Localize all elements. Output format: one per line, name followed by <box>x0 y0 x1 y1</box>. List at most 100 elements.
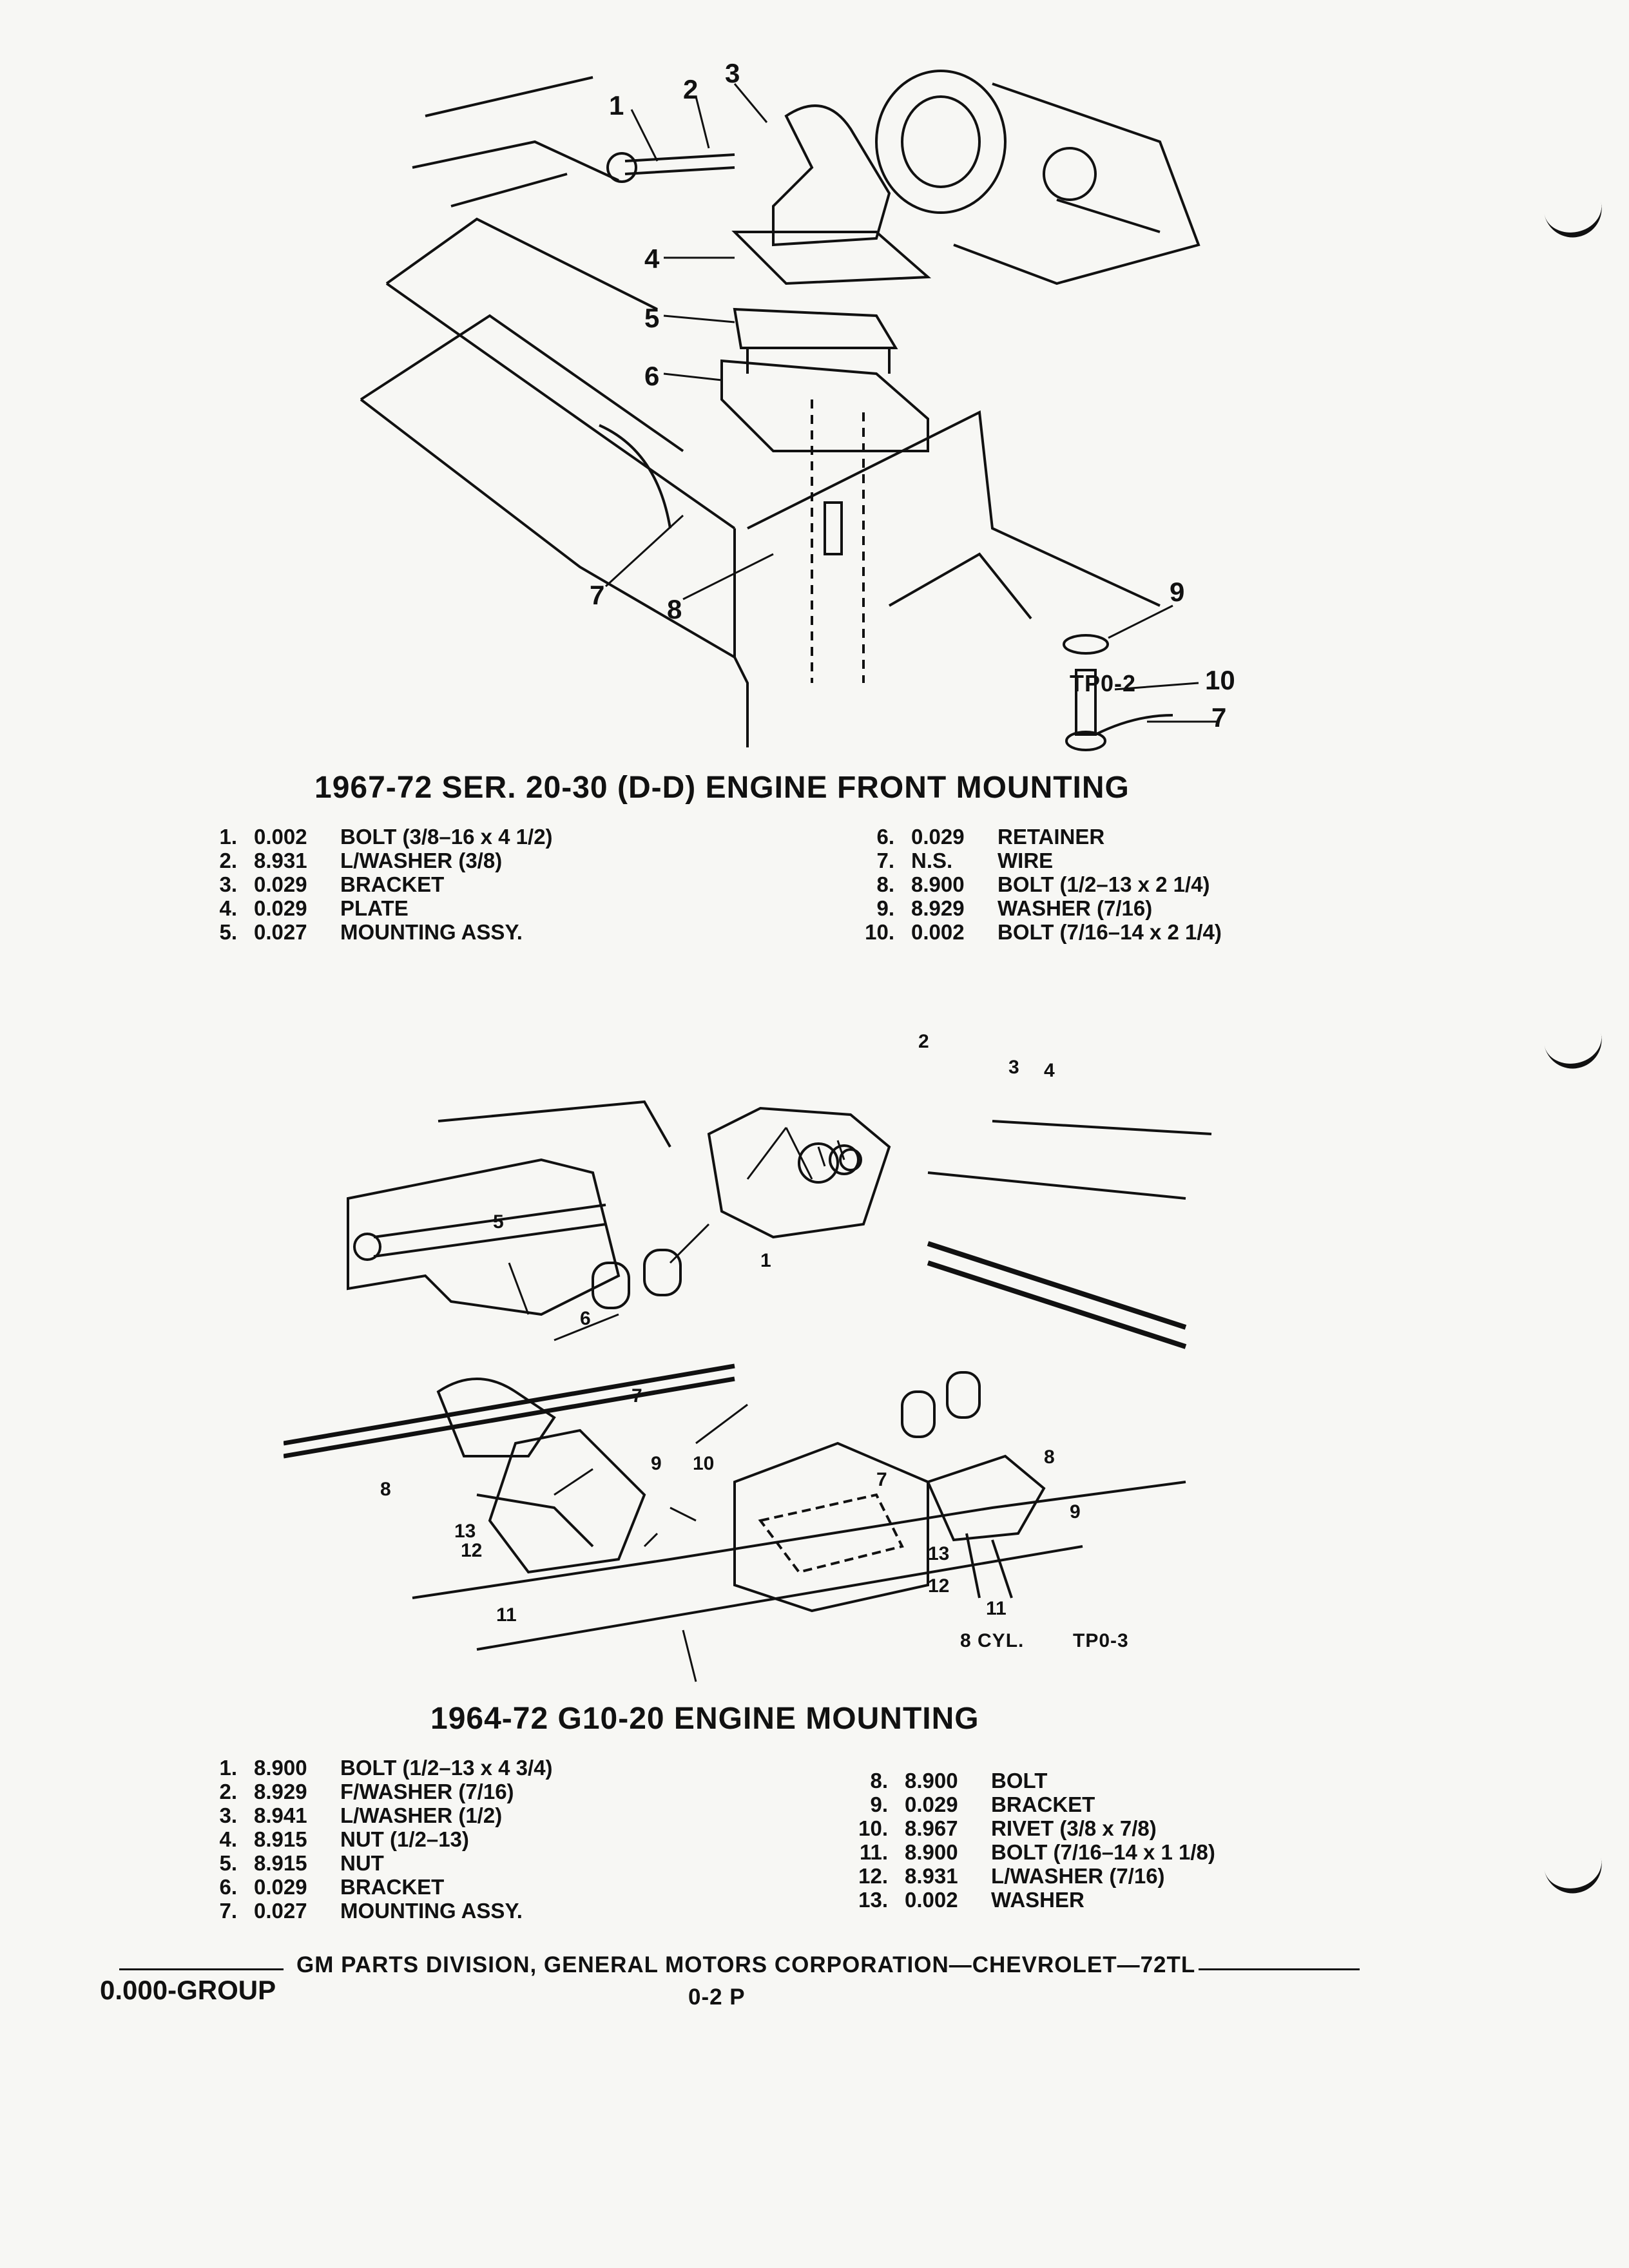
part-code: 0.002 <box>905 1888 958 1912</box>
callout-13-right: 13 <box>928 1543 950 1564</box>
part-description: RIVET (3/8 x 7/8) <box>991 1816 1157 1840</box>
part-row: 10. 0.002 BOLT (7/16–14 x 2 1/4) <box>851 920 1222 944</box>
part-code: 8.900 <box>254 1756 307 1780</box>
part-number: 10. <box>858 1816 888 1840</box>
part-number: 9. <box>870 1792 888 1816</box>
engine-type-label: 8 CYL. <box>960 1630 1025 1651</box>
part-description: BOLT (3/8–16 x 4 1/2) <box>340 825 553 849</box>
part-description: BOLT (1/2–13 x 2 1/4) <box>998 872 1210 896</box>
part-description: PLATE <box>340 896 409 920</box>
part-number: 5. <box>219 920 237 944</box>
section-title: 1964-72 G10-20 ENGINE MOUNTING <box>430 1702 979 1736</box>
footer-rule-left <box>119 1968 284 1970</box>
callout-8-right: 8 <box>1044 1446 1055 1468</box>
part-number: 10. <box>865 920 894 944</box>
callout-10: 10 <box>1205 665 1235 695</box>
callout-6: 6 <box>580 1308 591 1329</box>
callout-3: 3 <box>725 58 740 88</box>
part-description: BOLT (7/16–14 x 1 1/8) <box>991 1840 1215 1864</box>
group-number: 0.000-GROUP <box>100 1975 276 2005</box>
callout-2: 2 <box>918 1031 929 1052</box>
part-code: 8.915 <box>254 1851 307 1875</box>
illustration-drawing <box>360 70 1218 751</box>
callout-9: 9 <box>1170 577 1185 607</box>
callout-9: 9 <box>651 1453 662 1474</box>
footer-rule-right <box>1199 1968 1360 1970</box>
footer-publisher: GM PARTS DIVISION, GENERAL MOTORS CORPOR… <box>296 1952 1196 1977</box>
part-code: 0.002 <box>911 920 965 944</box>
callout-11-right: 11 <box>986 1598 1007 1619</box>
part-description: RETAINER <box>998 825 1105 849</box>
part-code: 0.029 <box>254 1875 307 1899</box>
part-code: 0.002 <box>254 825 307 849</box>
part-description: MOUNTING ASSY. <box>340 920 523 944</box>
figure-tag: TP0-2 <box>1070 670 1137 697</box>
callout-3: 3 <box>1008 1057 1019 1078</box>
callout-9-right: 9 <box>1070 1501 1081 1523</box>
part-number: 11. <box>859 1840 888 1864</box>
part-number: 9. <box>876 896 894 920</box>
part-row: 3. 8.941 L/WASHER (1/2) <box>193 1803 553 1827</box>
part-number: 3. <box>219 1803 237 1827</box>
part-description: BRACKET <box>340 872 445 896</box>
part-description: L/WASHER (1/2) <box>340 1803 503 1827</box>
callout-5: 5 <box>644 303 660 333</box>
part-number: 13. <box>858 1888 888 1912</box>
callout-4: 4 <box>644 244 660 274</box>
part-description: BOLT (7/16–14 x 2 1/4) <box>998 920 1222 944</box>
callout-2: 2 <box>683 74 699 104</box>
part-number: 1. <box>219 1756 237 1780</box>
part-code: 8.967 <box>905 1816 958 1840</box>
part-description: NUT (1/2–13) <box>340 1827 469 1851</box>
g10-20-engine-mounting-illustration: 2 3 4 1 5 6 7 8 9 10 13 12 11 7 8 9 13 1… <box>284 1031 1237 1688</box>
part-description: WIRE <box>998 849 1054 872</box>
callout-1: 1 <box>609 90 624 120</box>
part-code: 0.029 <box>254 896 307 920</box>
part-description: L/WASHER (7/16) <box>991 1864 1165 1888</box>
part-row: 1. 0.002 BOLT (3/8–16 x 4 1/2) <box>193 825 553 849</box>
part-code: 8.929 <box>254 1780 307 1803</box>
callout-6: 6 <box>644 361 660 391</box>
callout-12-right: 12 <box>928 1575 950 1597</box>
callout-7: 7 <box>876 1469 887 1490</box>
part-code: 8.931 <box>254 849 307 872</box>
callout-13: 13 <box>454 1521 476 1542</box>
part-code: 0.029 <box>911 825 965 849</box>
engine-front-mounting-illustration: 1 2 3 4 5 6 7 8 9 10 7 TP0-2 <box>322 39 1235 760</box>
part-number: 8. <box>876 872 894 896</box>
part-code: 8.931 <box>905 1864 958 1888</box>
part-description: NUT <box>340 1851 384 1875</box>
part-code: 0.029 <box>905 1792 958 1816</box>
callout-4: 4 <box>1044 1060 1055 1081</box>
part-row: 9. 0.029 BRACKET <box>844 1792 1215 1816</box>
callout-8: 8 <box>667 594 682 624</box>
part-number: 1. <box>219 825 237 849</box>
part-row: 10. 8.967 RIVET (3/8 x 7/8) <box>844 1816 1215 1840</box>
part-description: BRACKET <box>991 1792 1095 1816</box>
part-code: 0.029 <box>254 872 307 896</box>
part-number: 4. <box>219 1827 237 1851</box>
part-code: 8.941 <box>254 1803 307 1827</box>
callout-10: 10 <box>693 1453 715 1474</box>
callout-5: 5 <box>493 1211 504 1233</box>
callout-7-wire: 7 <box>1211 702 1227 733</box>
part-description: BRACKET <box>340 1875 445 1899</box>
part-number: 5. <box>219 1851 237 1875</box>
part-number: 7. <box>876 849 894 872</box>
part-code: 8.900 <box>911 872 965 896</box>
part-code: 8.900 <box>905 1840 958 1864</box>
binder-hole-mark <box>1543 1032 1608 1074</box>
